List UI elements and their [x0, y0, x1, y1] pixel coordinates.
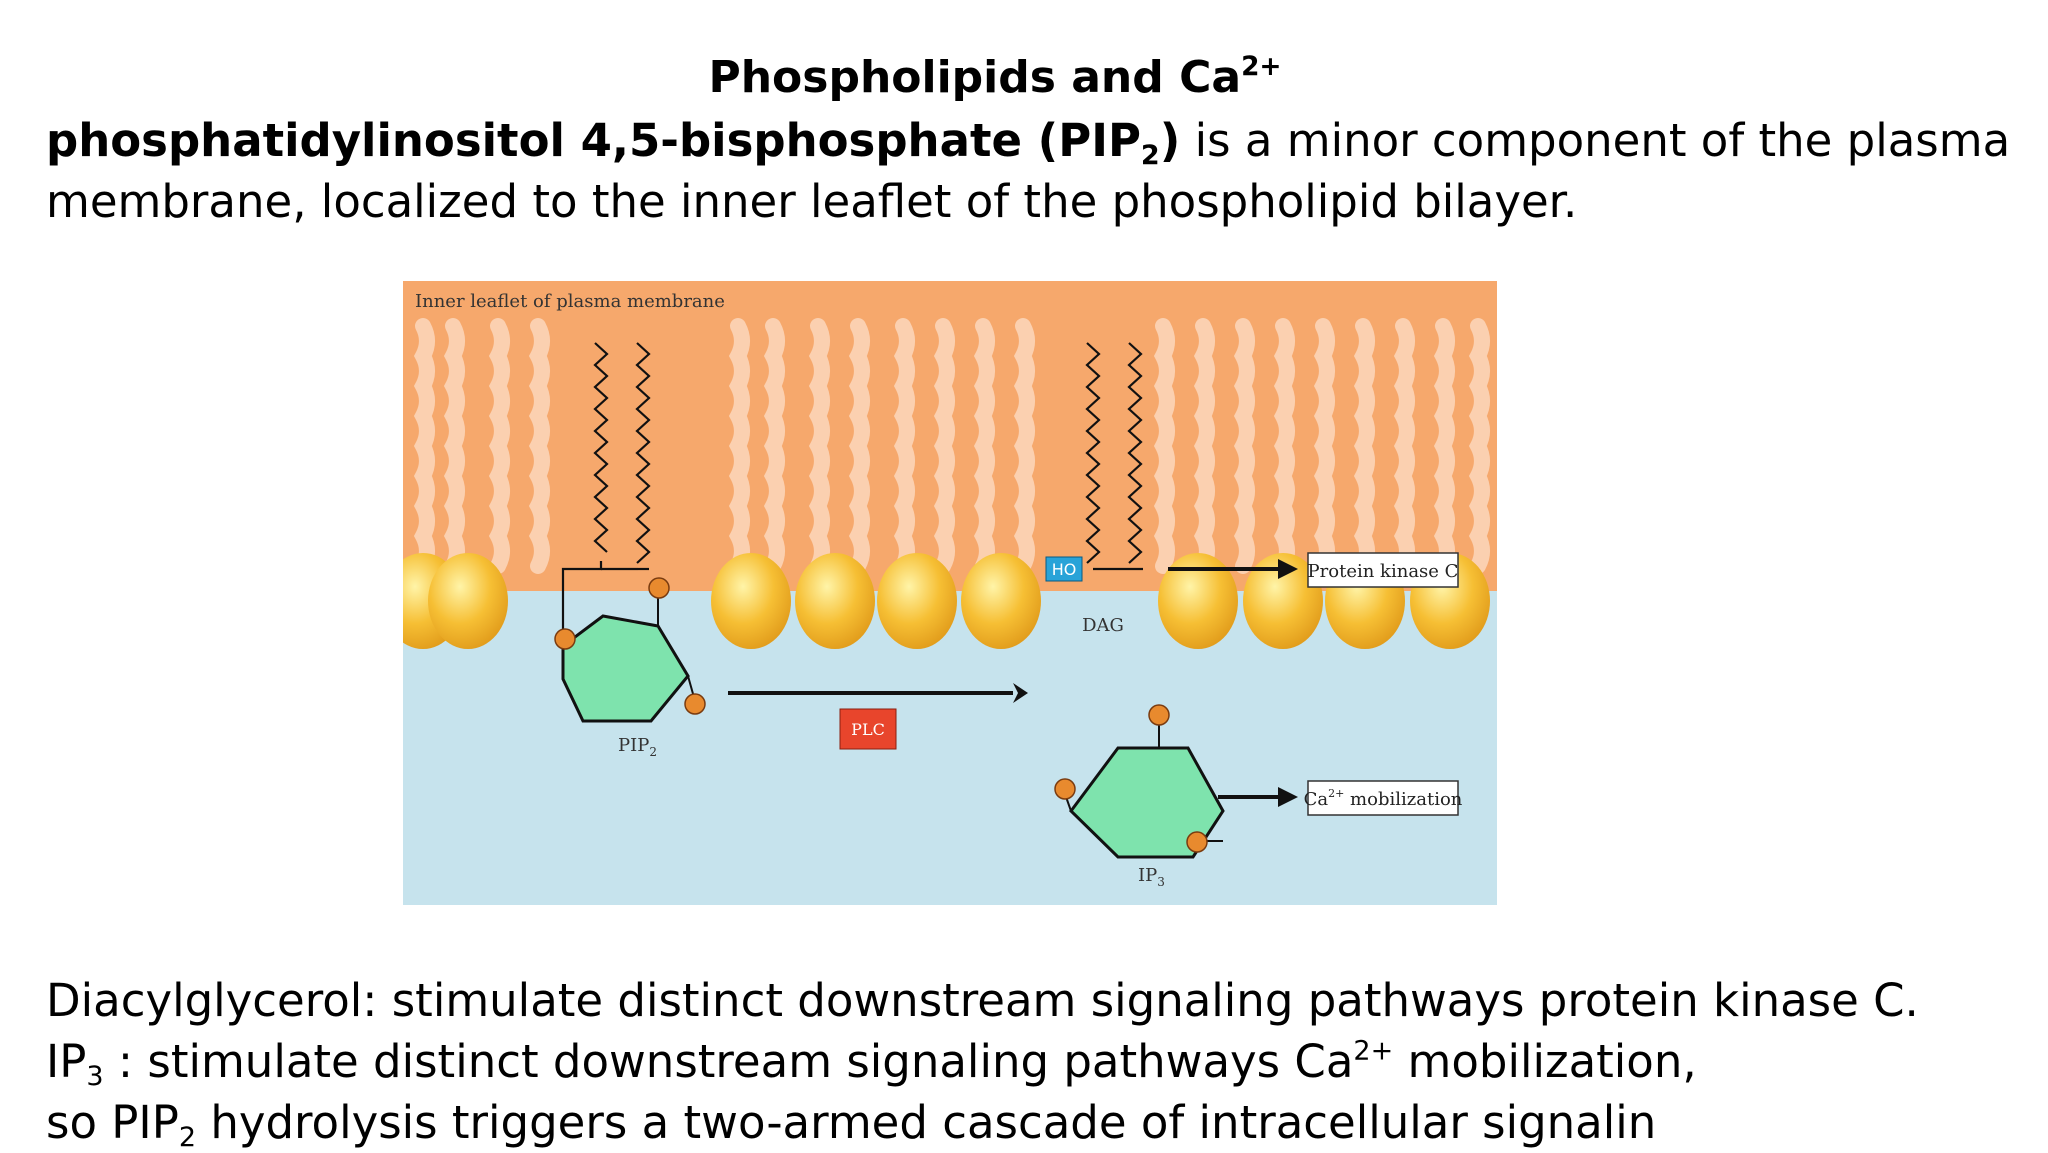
pip2-label: PIP2 [618, 735, 657, 759]
lipid-tail [443, 318, 465, 574]
slide-title: Phospholipids and Ca2+ [708, 50, 1282, 103]
ho-label: HO [1052, 560, 1077, 579]
pip2-ring [561, 614, 690, 723]
lipid-tail [1353, 318, 1375, 574]
lipid-tail [848, 318, 870, 574]
summary-text: Diacylglycerol: stimulate distinct downs… [46, 974, 1919, 1153]
phospholipid-head [795, 553, 875, 649]
phospholipid-head [428, 553, 508, 649]
pip2-hydrolysis-diagram: Inner leaflet of plasma membrane PIP2 PL… [403, 281, 1497, 905]
lipid-tail [528, 318, 550, 574]
phosphate-icon [554, 628, 576, 650]
lipid-tail [413, 318, 435, 574]
phospholipid-head [711, 553, 791, 649]
phospholipid-head [1243, 553, 1323, 649]
lipid-tail [1153, 318, 1175, 574]
phosphate-icon [648, 577, 670, 599]
pip2-tails [561, 342, 651, 646]
phosphate-icon [1148, 704, 1170, 726]
pkc-label: Protein kinase C [1308, 561, 1459, 582]
plc-label: PLC [851, 720, 885, 739]
lipid-tail [933, 318, 955, 574]
lipid-tail [1433, 318, 1455, 574]
ip3-ring [1069, 746, 1225, 859]
ca-mobilization-label: Ca2+ mobilization [1304, 787, 1463, 810]
lipid-tail [1273, 318, 1295, 574]
pkc-box [1307, 552, 1459, 588]
lipid-tail [893, 318, 915, 574]
lipid-tail [1193, 318, 1215, 574]
pip2-term: phosphatidylinositol 4,5-bisphosphate (P… [46, 114, 1181, 172]
lipid-tail [1233, 318, 1255, 574]
lipid-tails [413, 318, 1490, 574]
phospholipid-head [877, 553, 957, 649]
ho-box [1045, 556, 1083, 582]
intro-paragraph: phosphatidylinositol 4,5-bisphosphate (P… [46, 114, 2011, 228]
phosphate-icon [1054, 778, 1076, 800]
lipid-tail [728, 318, 750, 574]
phospholipid-head [1158, 553, 1238, 649]
ip3-molecule: IP3 [1054, 704, 1225, 889]
ca-mobilization-box [1307, 780, 1459, 816]
plc-box [839, 708, 897, 750]
dag-label: DAG [1082, 615, 1124, 636]
phosphate-icon [1186, 831, 1208, 853]
ip3-label: IP3 [1138, 865, 1165, 889]
lipid-tail [763, 318, 785, 574]
lipid-tail [1313, 318, 1335, 574]
lipid-tail [488, 318, 510, 574]
membrane-header: Inner leaflet of plasma membrane [415, 291, 725, 312]
lipid-tail [1013, 318, 1035, 574]
lipid-tail [973, 318, 995, 574]
phosphate-icon [684, 693, 706, 715]
lipid-tail [808, 318, 830, 574]
lipid-tail [1468, 318, 1490, 574]
phospholipid-head [961, 553, 1041, 649]
dag-tails [1085, 342, 1143, 571]
pip2-hydrolysis-figure: Inner leaflet of plasma membrane PIP2 PL… [403, 281, 1497, 905]
pip2-molecule: PIP2 [554, 577, 706, 759]
lipid-tail [1393, 318, 1415, 574]
